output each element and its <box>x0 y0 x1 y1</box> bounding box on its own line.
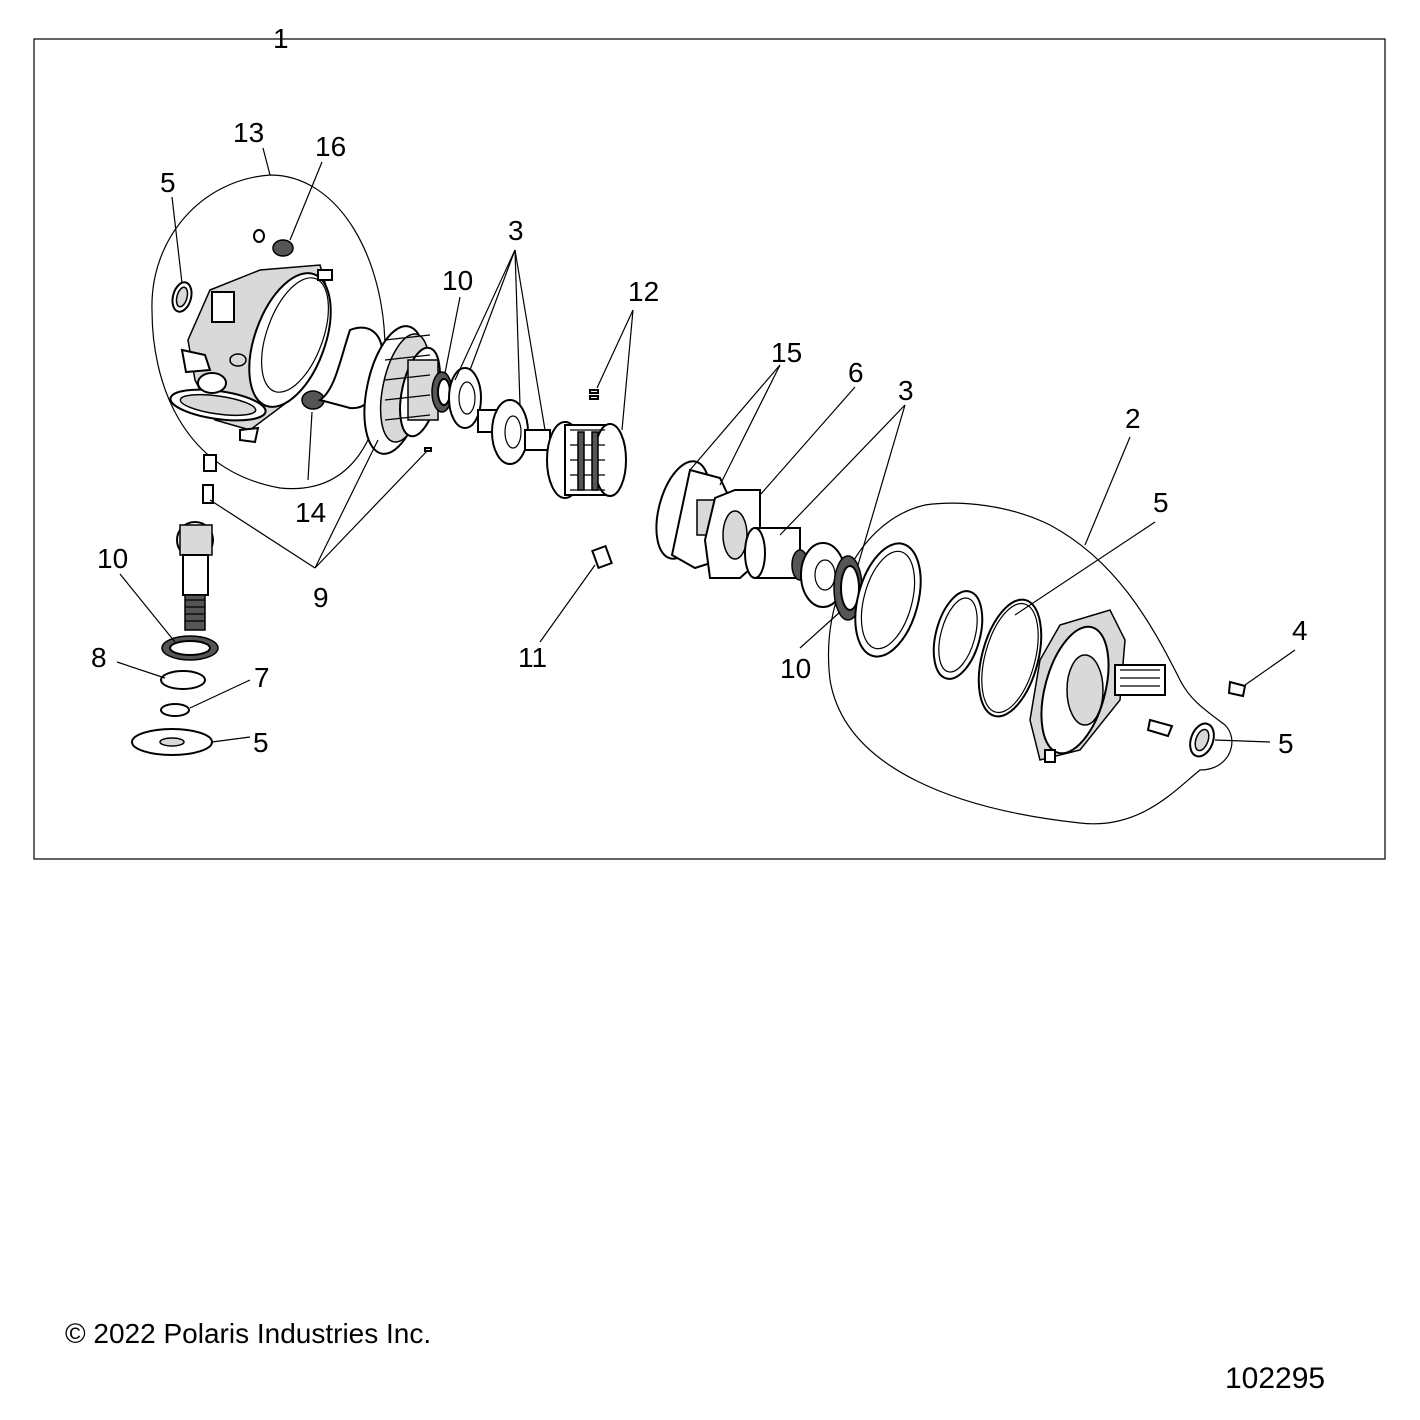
copyright-notice: © 2022 Polaris Industries Inc. <box>65 1318 432 1349</box>
callout-10: 10 <box>780 653 811 684</box>
callout-2: 2 <box>1125 403 1141 434</box>
breather-16 <box>272 239 294 257</box>
callout-8: 8 <box>91 642 107 673</box>
callout-5: 5 <box>160 167 176 198</box>
callout-3: 3 <box>898 375 914 406</box>
leader-lines <box>116 38 1296 743</box>
group-outline-13 <box>151 174 386 490</box>
callout-6: 6 <box>848 357 864 388</box>
callout-13: 13 <box>233 117 264 148</box>
callout-11: 11 <box>518 642 547 673</box>
pin-11 <box>591 544 613 570</box>
callout-10: 10 <box>442 265 473 296</box>
pinion-shaft <box>176 454 217 631</box>
figure-number: 102295 <box>1225 1362 1326 1395</box>
snap-ring-8 <box>160 670 206 690</box>
callout-3: 3 <box>508 215 524 246</box>
callout-16: 16 <box>315 131 346 162</box>
callout-14: 14 <box>295 497 326 528</box>
bolt-4 <box>1227 680 1247 698</box>
callout-9: 9 <box>313 582 329 613</box>
callout-5: 5 <box>253 727 269 758</box>
callout-4: 4 <box>1292 615 1308 646</box>
callout-5: 5 <box>1278 728 1294 759</box>
diagram-frame <box>33 38 1386 860</box>
ring-7 <box>160 703 190 717</box>
callout-10: 10 <box>97 543 128 574</box>
housing-13 <box>169 264 333 444</box>
callout-15: 15 <box>771 337 802 368</box>
group-outline-2 <box>827 502 1233 825</box>
callout-12: 12 <box>628 276 659 307</box>
cover-2 <box>1029 609 1166 763</box>
callout-5: 5 <box>1153 487 1169 518</box>
collar-3 <box>744 527 846 608</box>
roller-cage <box>546 421 627 499</box>
callout-7: 7 <box>254 662 270 693</box>
callout-1: 1 <box>273 23 289 54</box>
